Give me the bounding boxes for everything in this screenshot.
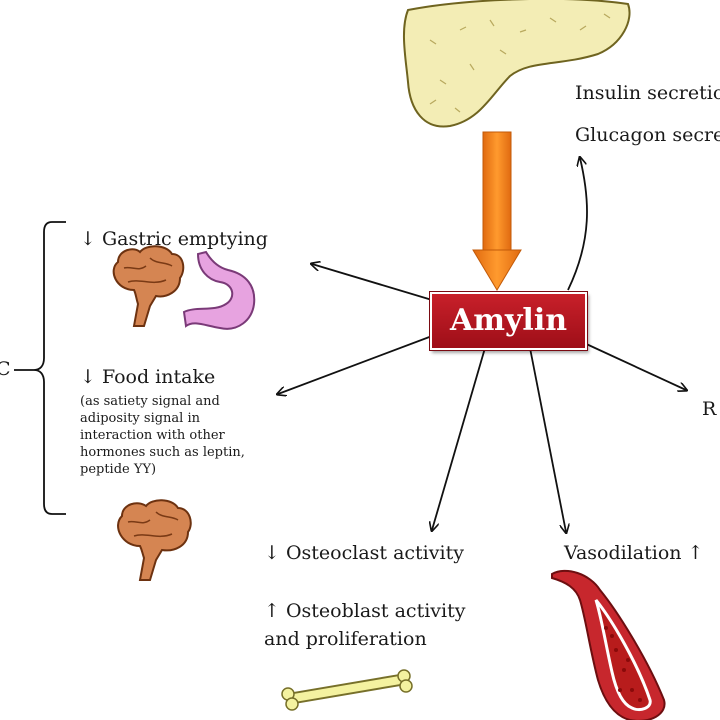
vasodilation-label: Vasodilation ↑ [564,542,704,564]
blood-vessel-icon [551,569,666,720]
food-intake-note: (as satiety signal and adiposity signal … [80,394,245,477]
osteoblast-label-line2: and proliferation [264,628,427,650]
arrow-to-food-intake [278,335,433,394]
osteoclast-label: ↓ Osteoclast activity [264,542,464,564]
brain-icon [112,245,185,327]
insulin-secretion-label: Insulin secretio [575,82,720,104]
bone-icon [281,669,413,711]
food-intake-label: ↓ Food intake [80,366,216,388]
secretion-arrow [472,131,522,291]
stomach-icon [182,250,256,330]
brain-icon [117,499,192,581]
gastric-emptying-label: ↓ Gastric emptying [80,228,268,250]
arrow-to-bone [432,347,486,530]
glucagon-secretion-label: Glucagon secre [575,124,720,146]
pancreas-icon [403,0,631,128]
arrow-to-right [581,341,686,390]
arrow-to-gastric [312,264,433,301]
arrow-to-pancreas-effects [567,158,588,291]
left-bracket [33,221,66,515]
arrow-to-vessel [529,347,566,532]
right-edge-label: R [702,398,717,420]
osteoblast-label: ↑ Osteoblast activity [264,600,466,622]
left-edge-label: C [0,358,11,380]
amylin-box: Amylin [430,292,587,350]
